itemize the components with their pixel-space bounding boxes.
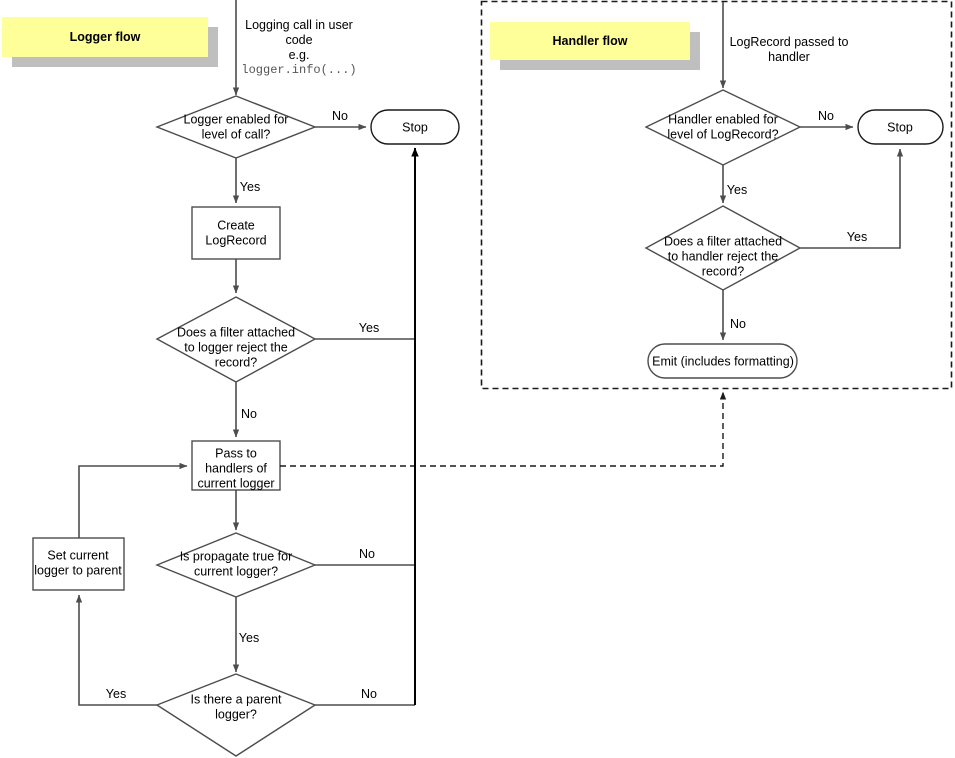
handler-filter-no-label: No [730, 317, 746, 331]
logger-flow-banner-fill [2, 17, 208, 57]
node-handler-enabled: Handler enabled for level of LogRecord? [644, 89, 802, 166]
emit-label: Emit (includes formatting) [652, 354, 794, 368]
logger-entry-caption-line2: code [285, 33, 312, 47]
node-logger-enabled: Logger enabled for level of call? [155, 95, 317, 159]
handler-enabled-label-line2: level of LogRecord? [667, 127, 778, 141]
node-pass-to-handlers: Pass to handlers of current logger [191, 440, 281, 491]
handler-flow-banner-fill [490, 22, 690, 60]
logger-enabled-label-line2: level of call? [202, 127, 271, 141]
logger-enabled-yes-label: Yes [240, 180, 260, 194]
handler-enabled-yes-label: Yes [727, 183, 747, 197]
node-create-logrecord: Create LogRecord [191, 206, 281, 260]
logger-enabled-no-label: No [332, 109, 348, 123]
handler-filter-label-line3: record? [702, 264, 744, 278]
propagate-yes-label: Yes [239, 631, 259, 645]
node-set-current-logger-to-parent: Set current logger to parent [32, 537, 125, 591]
handler-enabled-no-label: No [818, 109, 834, 123]
logger-entry-caption-line3: e.g. [289, 48, 310, 62]
propagate-label-line1: Is propagate true for [180, 549, 293, 563]
logger-entry-caption-code: logger.info(...) [241, 63, 356, 77]
node-handler-filter: Does a filter attached to handler reject… [644, 205, 802, 291]
handler-filter-label-line1: Does a filter attached [664, 234, 782, 248]
handler-stop-label: Stop [887, 120, 913, 134]
handler-filter-yes-connector [800, 148, 904, 249]
set-current-logger-label-line2: logger to parent [34, 563, 122, 577]
set-current-logger-label-line1: Set current [47, 548, 109, 562]
handler-entry-caption-line2: handler [768, 50, 810, 64]
node-logger-filter: Does a filter attached to logger reject … [155, 296, 317, 383]
logger-entry-caption-line1: Logging call in user [245, 18, 353, 32]
parent-logger-label-line1: Is there a parent [190, 692, 282, 706]
create-logrecord-label-line1: Create [217, 218, 255, 232]
set-current-logger-to-pass-connector [78, 462, 188, 538]
handler-filter-label-line2: to handler reject the [668, 249, 779, 263]
handler-flow-group-border [480, 0, 953, 390]
logger-filter-label-line3: record? [215, 355, 257, 369]
set-current-logger-shape [32, 537, 125, 591]
parent-logger-no-label: No [361, 687, 377, 701]
propagate-no-label: No [359, 547, 375, 561]
logger-filter-label-line2: to logger reject the [184, 340, 288, 354]
logger-flow-banner-label: Logger flow [70, 30, 141, 44]
parent-logger-diamond [155, 673, 317, 757]
handler-filter-yes-label: Yes [847, 230, 867, 244]
pass-to-handlers-label-line3: current logger [197, 476, 274, 490]
logger-filter-yes-label: Yes [359, 321, 379, 335]
pass-to-handlers-label-line2: handlers of [205, 461, 267, 475]
pass-to-handlers-to-handler-flow-connector [280, 391, 727, 467]
logger-stop-label: Stop [402, 120, 428, 134]
parent-logger-label-line2: logger? [215, 707, 257, 721]
handler-stop-shape [857, 109, 944, 145]
logger-enabled-label-line1: Logger enabled for [184, 112, 289, 126]
node-propagate: Is propagate true for current logger? [155, 532, 317, 598]
handler-enabled-label-line1: Handler enabled for [668, 112, 778, 126]
handler-entry-caption-line1: LogRecord passed to [730, 35, 849, 49]
emit-shape [647, 343, 798, 379]
node-parent-logger: Is there a parent logger? [155, 673, 317, 757]
logger-stop-shape [370, 109, 460, 145]
logger-flow-banner: Logger flow [2, 17, 218, 67]
node-emit: Emit (includes formatting) [647, 343, 798, 379]
node-handler-stop: Stop [857, 109, 944, 145]
handler-flow-banner-label: Handler flow [552, 34, 627, 48]
create-logrecord-label-line2: LogRecord [205, 233, 266, 247]
logger-filter-no-label: No [241, 407, 257, 421]
pass-to-handlers-label-line1: Pass to [215, 446, 257, 460]
parent-logger-yes-connector [75, 594, 157, 706]
node-logger-stop: Stop [370, 109, 460, 145]
logger-filter-label-line1: Does a filter attached [177, 325, 295, 339]
handler-flow-banner: Handler flow [490, 22, 700, 70]
propagate-label-line2: current logger? [194, 564, 278, 578]
parent-logger-yes-label: Yes [106, 687, 126, 701]
